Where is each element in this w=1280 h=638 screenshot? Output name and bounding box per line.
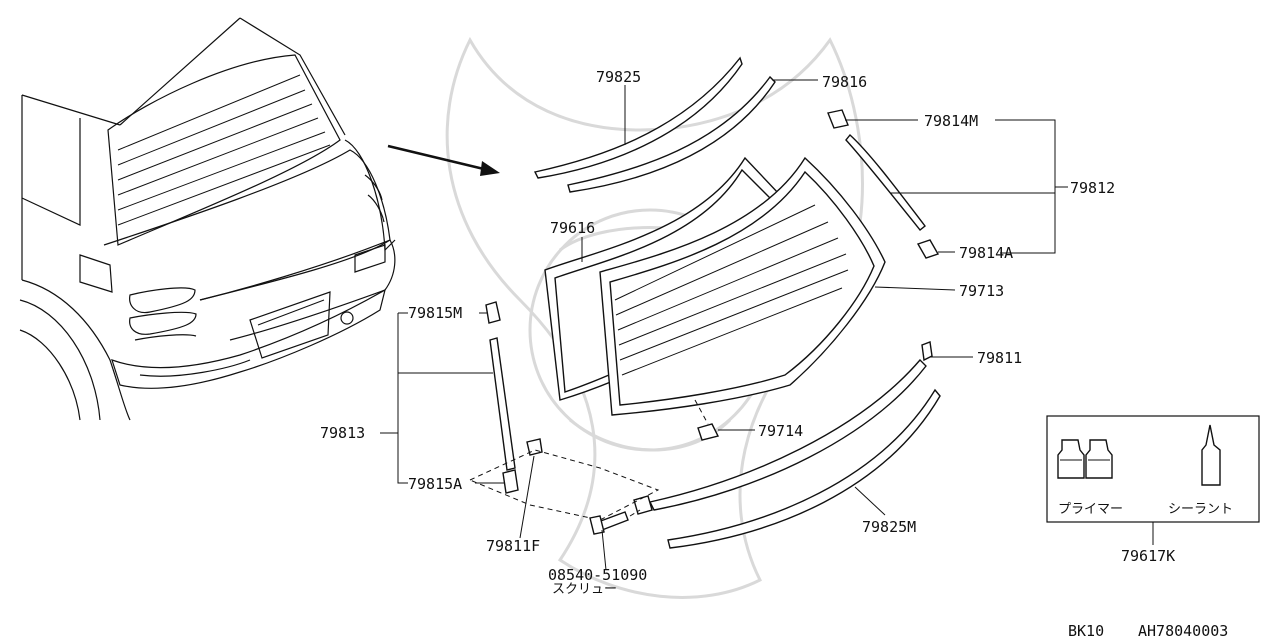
part-79814M-clip — [827, 109, 849, 129]
part-79816-moulding — [567, 75, 776, 193]
primer-label: プライマー — [1058, 502, 1123, 517]
part-79814A-clip — [916, 239, 940, 259]
part-79713-back-glass — [599, 156, 886, 416]
sealant-label: シーラント — [1168, 502, 1233, 517]
label-79714: 79714 — [758, 422, 803, 440]
label-79616: 79616 — [550, 219, 595, 237]
footer-codes: BK10 AH78040003 — [1068, 622, 1228, 638]
primer-bottle-icon — [1057, 439, 1113, 479]
part-08540-51090-screw — [589, 509, 641, 535]
sealant-tube-icon — [1201, 424, 1221, 486]
label-79617K: 79617K — [1121, 547, 1175, 565]
label-08540-51090: 08540-51090 — [548, 566, 647, 584]
direction-arrow — [387, 144, 500, 176]
part-labels: 79825 79816 79814M 79812 79814A 79616 79… — [320, 68, 1175, 597]
label-79813: 79813 — [320, 424, 365, 442]
label-79825M: 79825M — [862, 518, 916, 536]
model-code: BK10 — [1068, 622, 1104, 638]
label-79713: 79713 — [959, 282, 1004, 300]
leader-lines — [380, 79, 1154, 571]
kit-box-79617K: プライマー シーラント — [1046, 415, 1260, 523]
label-79816: 79816 — [822, 73, 867, 91]
part-79812-side-moulding — [845, 133, 926, 231]
diagram-code: AH78040003 — [1138, 622, 1228, 638]
label-79811F: 79811F — [486, 537, 540, 555]
label-79814A: 79814A — [959, 244, 1013, 262]
label-screw-note: スクリュー — [552, 582, 617, 597]
part-79813-side-moulding — [468, 301, 660, 521]
label-79811: 79811 — [977, 349, 1022, 367]
part-79714-spacer — [694, 399, 720, 441]
label-79814M: 79814M — [924, 112, 978, 130]
label-79815M: 79815M — [408, 304, 462, 322]
car-rear-illustration — [19, 17, 396, 421]
label-79815A: 79815A — [408, 475, 462, 493]
part-79825M-lower-moulding — [667, 388, 941, 549]
part-79825-upper-moulding — [533, 56, 743, 179]
label-79812: 79812 — [1070, 179, 1115, 197]
label-79825: 79825 — [596, 68, 641, 86]
